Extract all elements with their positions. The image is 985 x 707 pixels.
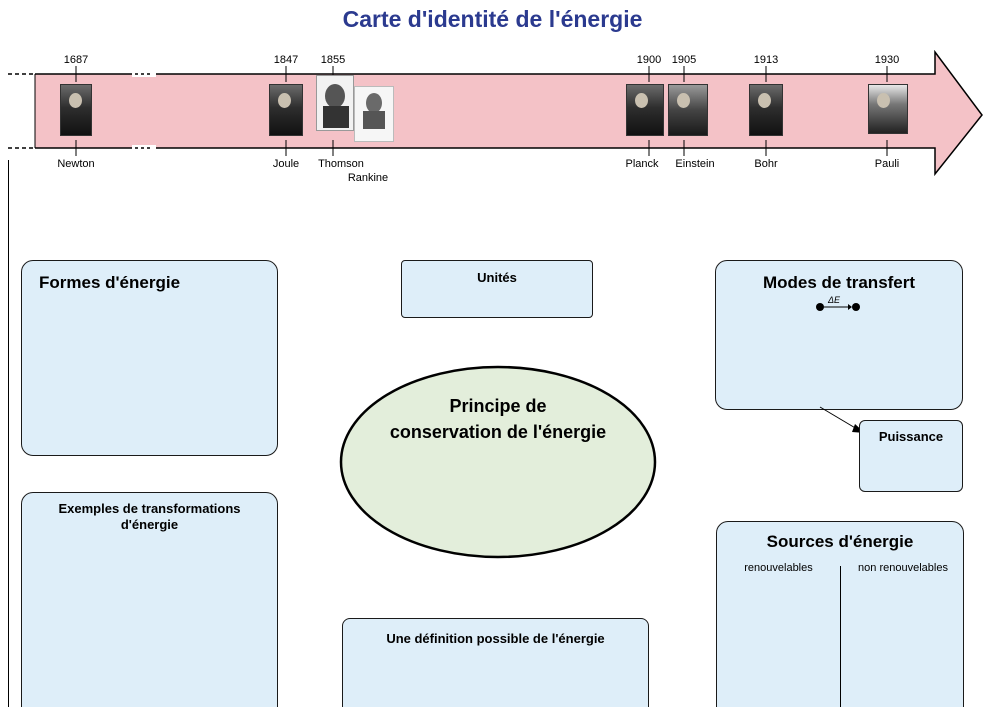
rankine-portrait [354, 86, 394, 142]
formes-energie-title: Formes d'énergie [39, 273, 181, 292]
energy-transfer-symbol [816, 303, 860, 311]
modes-transfert-box: Modes de transfert ΔE [715, 260, 963, 410]
year-label: 1905 [671, 54, 697, 66]
year-label: 1847 [273, 54, 299, 66]
scientist-name: Pauli [874, 158, 900, 170]
renouvelables-label: renouvelables [744, 562, 813, 574]
exemples-title-line2: d'énergie [120, 517, 179, 532]
timeline-arrow [8, 50, 983, 176]
sources-energie-box: Sources d'énergie renouvelables non reno… [716, 521, 964, 707]
scientist-name: Planck [625, 158, 659, 170]
principe-title-line1: Principe de [449, 396, 547, 416]
year-label: 1687 [63, 54, 89, 66]
definition-title: Une définition possible de l'énergie [386, 631, 605, 646]
page-title: Carte d'identité de l'énergie [342, 6, 643, 32]
bohr-portrait [749, 84, 783, 136]
principe-ellipse [339, 365, 657, 559]
year-label: 1930 [874, 54, 900, 66]
left-border-line [8, 160, 9, 707]
exemples-title-line1: Exemples de transformations [58, 501, 241, 516]
year-label: 1913 [753, 54, 779, 66]
sources-column-divider [840, 566, 841, 707]
pauli-portrait [868, 84, 908, 134]
newton-portrait [60, 84, 92, 136]
scientist-name: Joule [272, 158, 300, 170]
non-renouvelables-label: non renouvelables [858, 562, 948, 574]
puissance-box: Puissance [859, 420, 963, 492]
planck-portrait [626, 84, 664, 136]
timeline-arrow-shape [35, 52, 982, 174]
year-label: 1855 [320, 54, 346, 66]
delta-e-label: ΔE [828, 295, 841, 305]
formes-energie-box: Formes d'énergie [21, 260, 278, 456]
principe-title-line2: conservation de l'énergie [389, 422, 607, 442]
scientist-name: Thomson [318, 158, 364, 170]
joule-portrait [269, 84, 303, 136]
scientist-name: Bohr [754, 158, 778, 170]
exemples-transformations-box: Exemples de transformations d'énergie [21, 492, 278, 707]
thomson-portrait [316, 75, 354, 131]
modes-transfert-title: Modes de transfert [762, 273, 916, 292]
definition-box: Une définition possible de l'énergie [342, 618, 649, 707]
scientist-name: Newton [57, 158, 95, 170]
puissance-title: Puissance [878, 429, 944, 444]
year-label: 1900 [636, 54, 662, 66]
unites-title: Unités [477, 270, 517, 285]
einstein-portrait [668, 84, 708, 136]
unites-box: Unités [401, 260, 593, 318]
sources-energie-title: Sources d'énergie [766, 532, 914, 551]
scientist-name: Einstein [675, 158, 715, 170]
scientist-name: Rankine [347, 172, 389, 184]
